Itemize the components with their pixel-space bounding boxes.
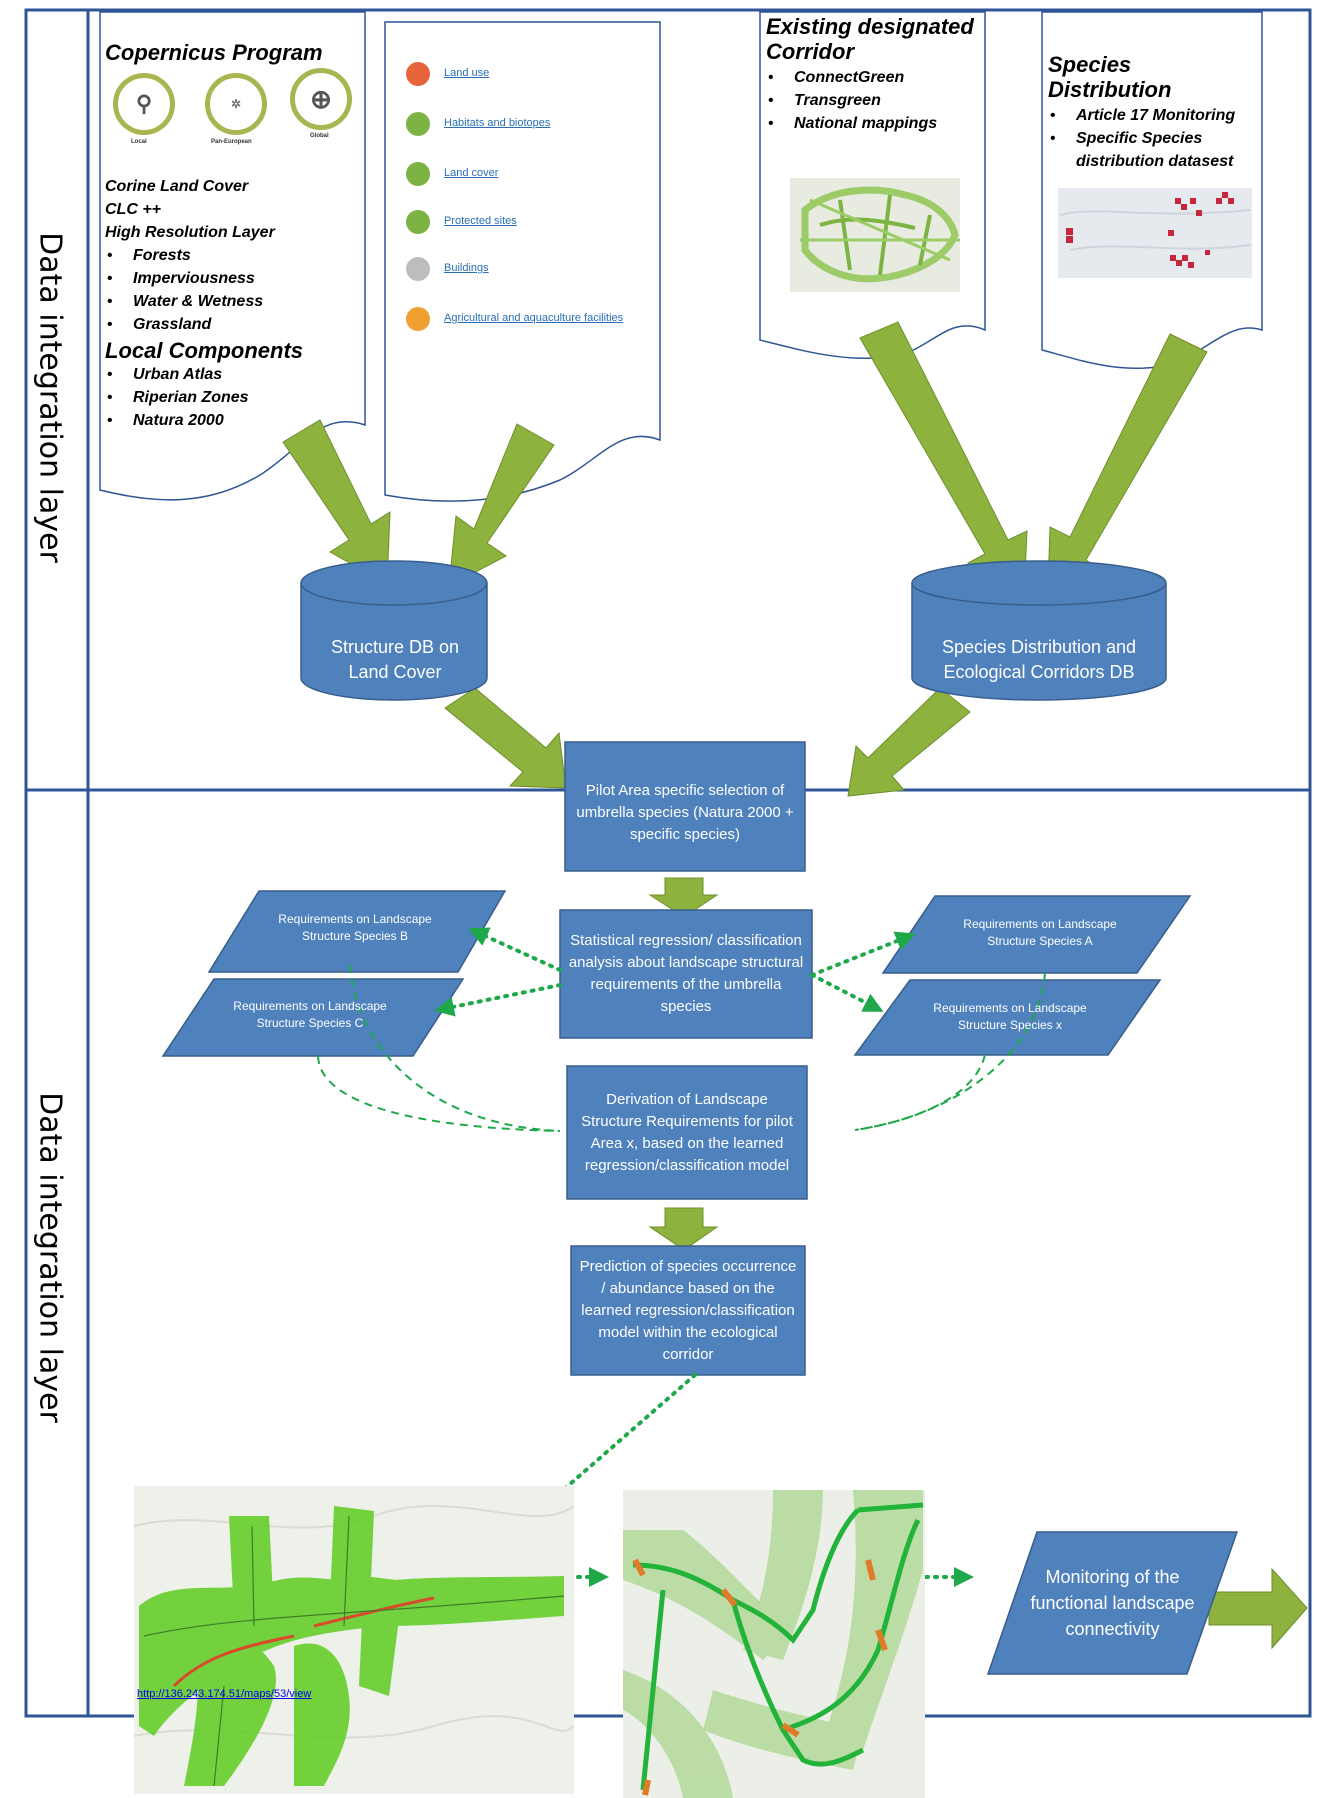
land-cover-icon xyxy=(406,162,430,186)
derivation-box-shape xyxy=(566,1065,808,1200)
pan-european-icon: ✲ xyxy=(205,73,267,135)
corridor-title: Existing designated Corridor xyxy=(766,14,974,64)
dashed-curves xyxy=(317,964,1046,1132)
corridor-list: ConnectGreen Transgreen National mapping… xyxy=(766,66,981,135)
local-item: Urban Atlas xyxy=(107,363,365,386)
copernicus-line-1: Corine Land Cover xyxy=(105,178,249,195)
map-link-visible[interactable]: http://136.243.174.51/maps/53/view xyxy=(137,1688,312,1700)
structure-db-cylinder xyxy=(300,560,488,701)
legend-item-label: Land use xyxy=(444,67,490,79)
req-species-c: Requirements on Landscape Structure Spec… xyxy=(233,999,387,1030)
landscape-map-image xyxy=(134,1486,574,1794)
stat-box: Statistical regression/ classification a… xyxy=(568,932,804,1015)
species-item: Specific Species distribution datasest xyxy=(1050,127,1258,173)
species-db-cylinder xyxy=(911,560,1167,701)
local-components-title: Local Components xyxy=(105,338,304,363)
local-icon-label: Local xyxy=(131,139,147,145)
protected-sites-icon xyxy=(406,210,430,234)
species-list: Article 17 Monitoring Specific Species d… xyxy=(1048,104,1258,173)
local-list: Urban Atlas Riperian Zones Natura 2000 xyxy=(105,363,365,432)
species-title: Species Distribution xyxy=(1048,52,1172,102)
prediction-box: Prediction of species occurrence / abund… xyxy=(579,1257,797,1363)
req-x-shape xyxy=(853,979,1162,1056)
hrl-item: Water & Wetness xyxy=(107,290,365,313)
side-label-bottom: Data integration layer xyxy=(32,1092,68,1423)
derivation-box: Derivation of Landscape Structure Requir… xyxy=(581,1090,793,1174)
legend-item-label: Agricultural and aquaculture facilities xyxy=(444,312,624,324)
req-c-shape xyxy=(161,978,465,1057)
monitoring-box: Monitoring of the functional landscape c… xyxy=(1030,1566,1195,1639)
copernicus-line-3: High Resolution Layer xyxy=(105,224,275,241)
req-species-x: Requirements on Landscape Structure Spec… xyxy=(933,1001,1087,1032)
local-item: Natura 2000 xyxy=(107,409,365,432)
species-item: Article 17 Monitoring xyxy=(1050,104,1258,127)
corridor-map-thumbnail xyxy=(790,178,960,292)
monitoring-shape xyxy=(986,1531,1239,1675)
pilot-box: Pilot Area specific selection of umbrell… xyxy=(576,782,794,843)
hrl-list: Forests Imperviousness Water & Wetness G… xyxy=(105,244,365,336)
buildings-icon xyxy=(406,257,430,281)
copernicus-icons: ⚲ ✲ ⊕ Local Pan-European Global xyxy=(105,68,365,165)
stat-box-shape xyxy=(559,909,813,1039)
hrl-item: Forests xyxy=(107,244,365,267)
corridor-item: National mappings xyxy=(768,112,981,135)
side-label-top: Data integration layer xyxy=(32,232,68,563)
copernicus-line-2: CLC ++ xyxy=(105,201,162,218)
legend-doc-shape xyxy=(384,21,661,502)
corridor-item: ConnectGreen xyxy=(768,66,981,89)
local-item: Riperian Zones xyxy=(107,386,365,409)
hrl-item: Imperviousness xyxy=(107,267,365,290)
legend-item-label: Land cover xyxy=(444,167,499,179)
species-map-thumbnail xyxy=(1058,188,1252,278)
copernicus-title: Copernicus Program xyxy=(105,40,323,65)
land-use-icon xyxy=(406,62,430,86)
species-doc: Species Distribution Article 17 Monitori… xyxy=(1048,52,1258,173)
legend-item-label: Buildings xyxy=(444,262,489,274)
global-icon: ⊕ xyxy=(290,68,352,130)
corridor-item: Transgreen xyxy=(768,89,981,112)
pan-european-icon-label: Pan-European xyxy=(211,139,252,145)
prediction-box-shape xyxy=(570,1245,806,1376)
legend-item-label: Protected sites xyxy=(444,215,517,227)
req-species-b: Requirements on Landscape Structure Spec… xyxy=(278,912,432,943)
req-species-a: Requirements on Landscape Structure Spec… xyxy=(963,917,1117,948)
hrl-item: Grassland xyxy=(107,313,365,336)
species-db-label: Species Distribution and Ecological Corr… xyxy=(941,637,1137,682)
agri-facilities-icon xyxy=(406,307,430,331)
structure-db-label: Structure DB on Land Cover xyxy=(330,637,460,682)
habitats-icon xyxy=(406,112,430,136)
copernicus-doc: Copernicus Program ⚲ ✲ ⊕ Local Pan-Europ… xyxy=(105,40,365,432)
legend-item-label: Habitats and biotopes xyxy=(444,117,551,129)
pilot-box-shape xyxy=(564,741,806,872)
corridor-doc: Existing designated Corridor ConnectGree… xyxy=(766,14,981,135)
req-b-shape xyxy=(207,890,507,973)
global-icon-label: Global xyxy=(310,133,329,139)
legend-doc: Land use Habitats and biotopes Land cove… xyxy=(400,62,650,342)
local-icon: ⚲ xyxy=(113,73,175,135)
detail-map-image xyxy=(623,1490,925,1798)
